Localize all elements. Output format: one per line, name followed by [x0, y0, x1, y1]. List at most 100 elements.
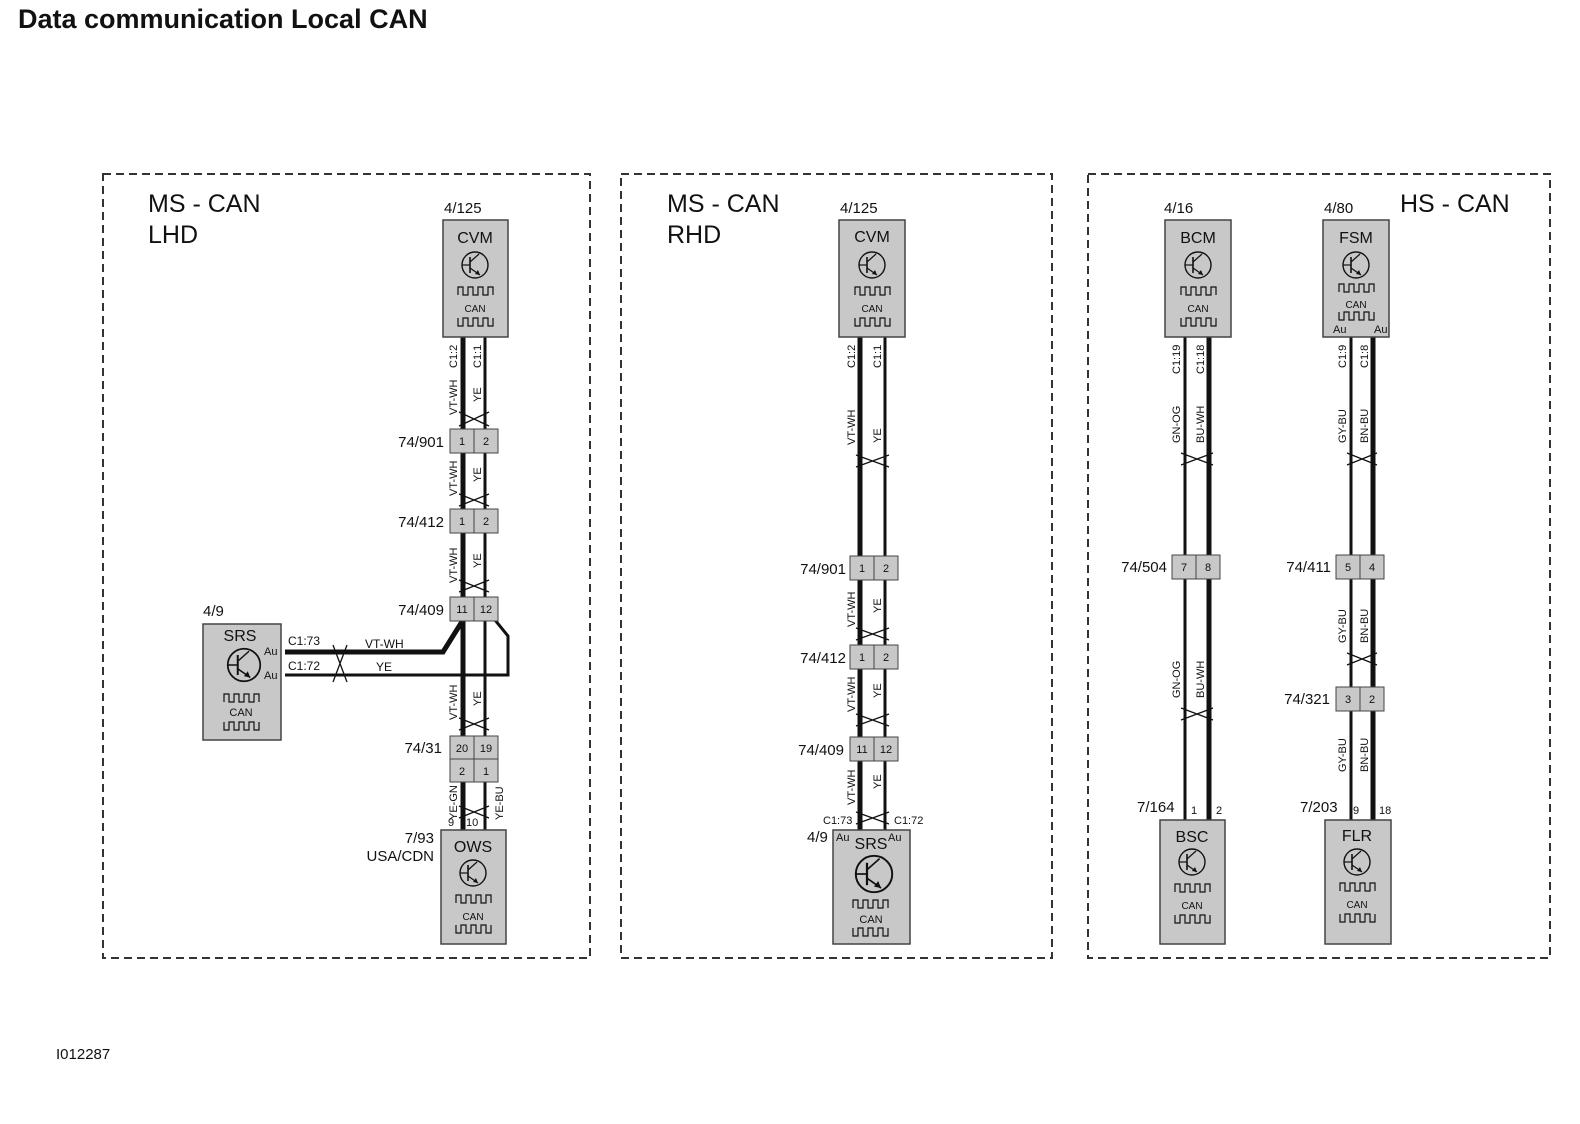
pin-number: 7 [1181, 562, 1187, 574]
wire-color-label: VT-WH [846, 770, 858, 805]
connector-ref: 74/901 [800, 561, 846, 578]
connector-74-901: 74/901 1 2 [398, 428, 499, 454]
connector-74-412: 74/412 1 2 [800, 644, 899, 670]
pin-number: 5 [1345, 562, 1351, 574]
pin-number: 1 [1191, 805, 1197, 817]
wire-pin-label: C1:1 [472, 345, 484, 368]
pin-mark: Au [888, 832, 901, 844]
drive-label: RHD [667, 221, 721, 249]
wire-color-label: VT-WH [365, 637, 404, 651]
pin-number: 2 [1369, 694, 1375, 706]
wire-pin-label: C1:73 [288, 634, 320, 648]
pin-number: 9 [448, 817, 454, 829]
pin-number: 1 [459, 516, 465, 528]
wire-color-label: YE [376, 660, 392, 674]
module-name: OWS [454, 839, 492, 856]
wire-color-label: YE [472, 387, 484, 402]
module-ref: 4/9 [807, 829, 828, 846]
module-ref: 4/9 [203, 603, 224, 620]
connector-74-412: 74/412 1 2 [398, 508, 499, 534]
pin-number: 2 [1216, 805, 1222, 817]
module-srs: 4/9 SRS Au Au CAN [202, 603, 282, 741]
module-cvm: 4/125 CVM CAN [838, 200, 906, 338]
wire-color-label: VT-WH [448, 548, 460, 583]
wire-pin-label: C1:1 [872, 345, 884, 368]
pin-mark: Au [264, 670, 277, 682]
panel-hs-can: HS - CAN [1087, 173, 1551, 959]
module-bsc: 7/164 BSC CAN [1137, 799, 1226, 945]
pin-number: 12 [480, 604, 492, 616]
wire-color-label: BU-WH [1195, 661, 1207, 698]
wire-color-label: BU-WH [1195, 406, 1207, 443]
wire-color-label: VT-WH [846, 677, 858, 712]
wire-color-label: GY-BU [1337, 609, 1349, 643]
connector-ref: 74/31 [404, 740, 442, 757]
wire-color-label: YE [872, 774, 884, 789]
wire-color-label: BN-BU [1359, 609, 1371, 643]
pin-number: 1 [859, 652, 865, 664]
pin-number: 12 [880, 744, 892, 756]
bus-label: CAN [859, 914, 882, 926]
wire-pin-label: C1:72 [288, 659, 320, 673]
wire-pin-label: C1:2 [448, 345, 460, 368]
module-ref: 4/125 [444, 200, 482, 217]
connector-ref: 74/412 [800, 650, 846, 667]
module-ref: 4/16 [1164, 200, 1193, 217]
connector-ref: 74/409 [798, 742, 844, 759]
module-ref: 4/125 [840, 200, 878, 217]
bus-label: CAN [1187, 304, 1208, 315]
wire-color-label: YE [872, 428, 884, 443]
connector-74-409: 74/409 11 12 [398, 596, 499, 622]
pin-number: 2 [883, 652, 889, 664]
wire-pin-label: C1:19 [1171, 345, 1183, 374]
pin-number: 18 [1379, 805, 1391, 817]
module-cvm: 4/125 CVM CAN [442, 200, 509, 338]
wire-pin-label: C1:18 [1195, 345, 1207, 374]
page-title: Data communication Local CAN [18, 4, 428, 34]
wire-color-label: YE [472, 553, 484, 568]
connector-ref: 74/901 [398, 434, 444, 451]
wire-pin-label: C1:73 [823, 815, 852, 827]
bus-label: MS - CAN [667, 190, 780, 218]
connector-74-31: 74/31 20 19 2 1 [404, 735, 499, 783]
connector-ref: 74/411 [1286, 559, 1331, 576]
bus-label: CAN [1181, 901, 1202, 912]
bus-label: MS - CAN [148, 190, 261, 218]
bus-label: HS - CAN [1400, 190, 1510, 218]
bus-label: CAN [464, 304, 485, 315]
wire-color-label: VT-WH [448, 380, 460, 415]
connector-ref: 74/504 [1121, 559, 1167, 576]
connector-ref: 74/412 [398, 514, 444, 531]
bus-label: CAN [1345, 300, 1366, 311]
wire-color-label: GY-BU [1337, 409, 1349, 443]
figure-id: I012287 [56, 1046, 111, 1063]
wire-color-label: VT-WH [846, 410, 858, 445]
module-ref: 7/203 [1300, 799, 1338, 816]
panel-ms-can-rhd: MS - CAN RHD [620, 173, 1053, 959]
wire-labels-rhd: C1:2 C1:1 VT-WH YE VT-WH YE VT-WH YE VT-… [823, 345, 923, 827]
pin-number: 20 [456, 743, 468, 755]
module-ref: 4/80 [1324, 200, 1353, 217]
wire-color-label: YE [872, 683, 884, 698]
pin-number: 1 [483, 766, 489, 778]
wire-pin-label: C1:2 [846, 345, 858, 368]
drive-label: LHD [148, 221, 198, 249]
connector-74-321: 74/321 3 2 [1284, 686, 1385, 712]
pin-number: 9 [1353, 805, 1359, 817]
module-srs: 4/9 Au Au SRS CAN [807, 829, 911, 945]
wire-color-label: GN-OG [1171, 406, 1183, 443]
module-fsm: 4/80 FSM CAN Au Au [1322, 200, 1390, 338]
connector-74-411: 74/411 5 4 [1286, 554, 1385, 580]
wire-color-label: YE-BU [494, 786, 506, 820]
pin-mark: Au [1374, 324, 1387, 336]
module-name: BCM [1180, 230, 1216, 247]
module-name: CVM [854, 229, 890, 246]
module-ows: 7/93 USA/CDN OWS CAN [366, 829, 507, 945]
pin-number: 11 [856, 744, 867, 756]
pin-number: 19 [480, 743, 492, 755]
wire-color-label: BN-BU [1359, 409, 1371, 443]
module-ref: 7/93 [405, 830, 434, 847]
wire-pin-label: C1:9 [1337, 345, 1349, 368]
wire-color-label: YE [872, 598, 884, 613]
